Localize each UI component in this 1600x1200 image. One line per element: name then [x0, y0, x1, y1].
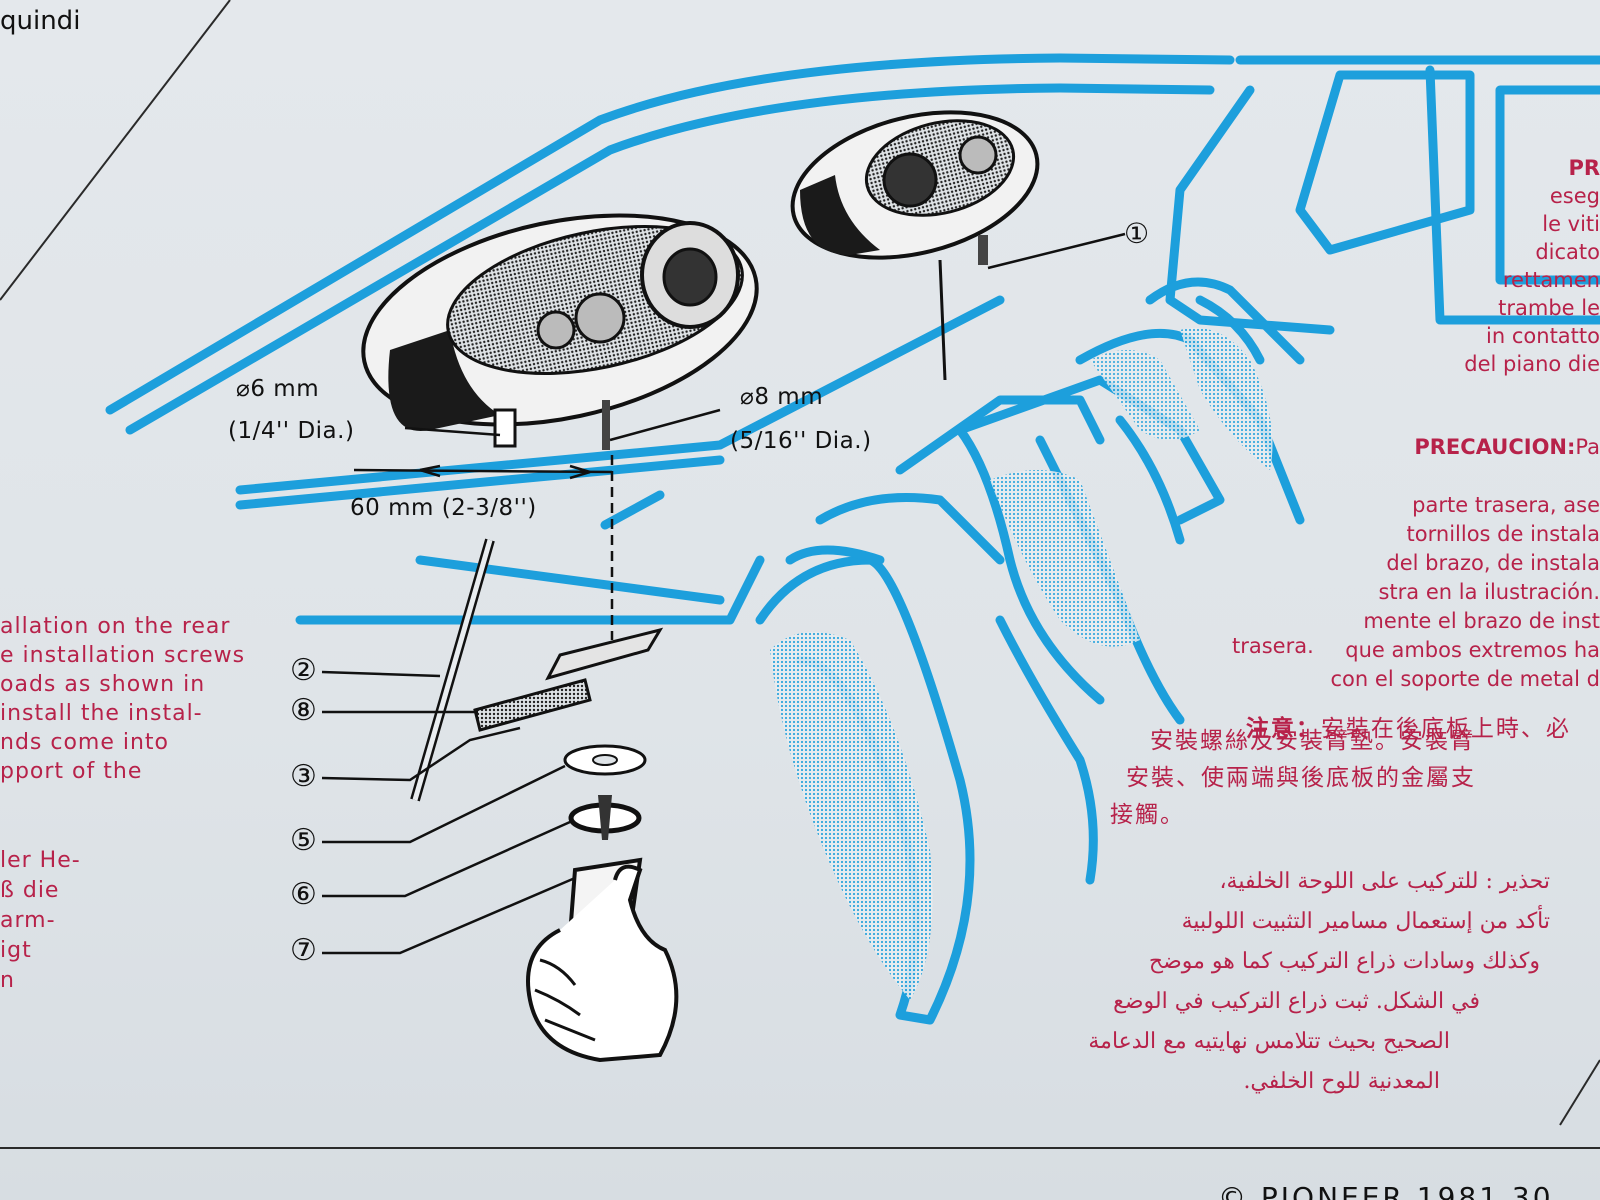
spanish-caution-fragment: PRECAUCION:Pa parte trasera, ase tornill…: [1180, 404, 1600, 694]
callout-1: ①: [1124, 217, 1150, 250]
italian-line: trambe le: [1498, 296, 1600, 320]
german-line: igt: [0, 938, 32, 963]
spanish-heading: PRECAUCION:: [1414, 435, 1576, 459]
large-diameter-imperial: (5/16'' Dia.): [730, 428, 872, 454]
arabic-line: تحذير : للتركيب على اللوحة الخلفية،: [1219, 869, 1550, 894]
english-line: e installation screws: [0, 643, 246, 668]
speaker-right: [790, 110, 1040, 381]
arabic-caution-block: تحذير : للتركيب على اللوحة الخلفية، تأكد…: [940, 862, 1560, 1102]
mounting-hole-spacing: 60 mm (2-3/8''): [350, 495, 537, 521]
italian-line: del piano die: [1464, 352, 1600, 376]
callout-8: ⑧: [290, 693, 317, 728]
spanish-line-last: trasera.: [1232, 634, 1314, 658]
small-diameter-metric: ⌀6 mm: [236, 376, 320, 402]
callout-6: ⑥: [290, 877, 317, 912]
spanish-line: parte trasera, ase: [1412, 493, 1600, 517]
arabic-line: وكذلك وسادات ذراع التركيب كما هو موضح: [1148, 949, 1540, 974]
speaker-left: [361, 213, 759, 450]
english-line: allation on the rear: [0, 614, 231, 639]
italian-heading: PR: [1568, 156, 1600, 180]
spanish-line: con el soporte de metal d: [1330, 667, 1600, 691]
arabic-line: في الشكل. ثبت ذراع التركيب في الوضع: [1113, 989, 1480, 1014]
arabic-line: الصحيح بحيث تتلامس نهايتيه مع الدعامة: [1088, 1029, 1450, 1054]
italian-caution-fragment: PR eseg le viti dicato rettamen trambe l…: [1340, 154, 1600, 378]
italian-line: in contatto: [1486, 324, 1600, 348]
dimension-lines: [353, 232, 1126, 640]
german-line: n: [0, 968, 15, 993]
german-line: ler He-: [0, 848, 81, 873]
top-left-text-fragment: quindi: [0, 6, 81, 36]
small-diameter-imperial: (1/4'' Dia.): [228, 418, 355, 444]
callout-2: ②: [290, 653, 317, 688]
german-line: ß die: [0, 878, 60, 903]
callout-3: ③: [290, 759, 317, 794]
italian-line: le viti: [1542, 212, 1600, 236]
footer-copyright-fragment: © PIONEER 1981 30: [1218, 1181, 1554, 1200]
german-line: arm-: [0, 908, 56, 933]
spanish-heading-tail: Pa: [1575, 435, 1600, 459]
arabic-line: تأكد من إستعمال مسامير التثبيت اللولبية: [1181, 909, 1550, 934]
english-line: nds come into: [0, 730, 170, 755]
spanish-line: del brazo, de instala: [1386, 551, 1600, 575]
callout-leaders: [321, 670, 576, 955]
chinese-heading: 注意：: [1245, 715, 1321, 742]
italian-line: rettamen: [1502, 268, 1600, 292]
spanish-line: mente el brazo de inst: [1363, 609, 1600, 633]
english-line: pport of the: [0, 759, 143, 784]
spanish-line: stra en la ilustración.: [1378, 580, 1600, 604]
spanish-line: tornillos de instala: [1406, 522, 1600, 546]
callout-5: ⑤: [290, 823, 317, 858]
callout-7: ⑦: [290, 933, 317, 968]
english-line: oads as shown in: [0, 672, 206, 697]
mounting-hardware: [410, 538, 679, 1063]
car-interior-outline: [105, 53, 1600, 1025]
chinese-line: 安裝螺絲及安裝臂墊。安裝臂: [1150, 728, 1475, 754]
seat-shading: [770, 328, 1273, 1000]
italian-line: dicato: [1535, 240, 1600, 264]
page-frame-lines: [0, 0, 1600, 1149]
spanish-line: que ambos extremos ha: [1345, 638, 1600, 662]
large-diameter-metric: ⌀8 mm: [740, 384, 824, 410]
italian-line: eseg: [1549, 184, 1600, 208]
arabic-line: المعدنية للوح الخلفي.: [1243, 1069, 1440, 1094]
chinese-line: 安裝、使兩端與後底板的金屬支: [1126, 765, 1476, 791]
english-line: install the instal-: [0, 701, 203, 726]
chinese-line: 安裝在後底板上時、必: [1320, 716, 1571, 742]
chinese-line: 接觸。: [1110, 802, 1185, 828]
